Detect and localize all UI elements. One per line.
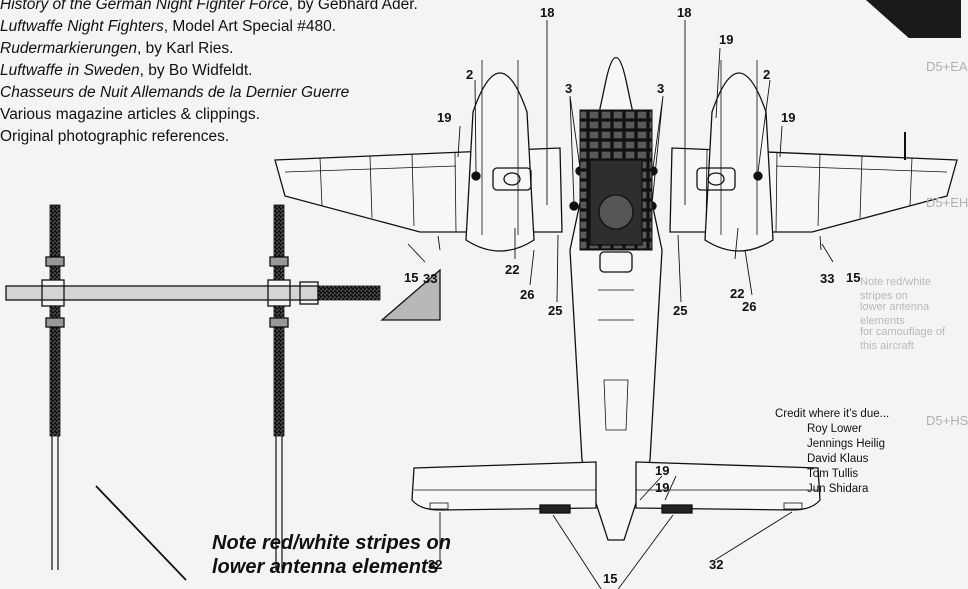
faded-heading: D5+EA: [926, 59, 968, 74]
callout-15: 15: [603, 571, 618, 586]
reference-item: Rudermarkierungen, by Karl Ries.: [0, 40, 234, 57]
credit-name: Jennings Heilig: [807, 438, 885, 450]
faded-text-line: for camouflage of this aircraft: [860, 326, 945, 352]
reference-item: Luftwaffe Night Fighters, Model Art Spec…: [0, 18, 337, 35]
callout-leaders: [407, 20, 834, 589]
callout-32: 32: [709, 557, 724, 572]
engine-nacelle-right: [647, 60, 774, 252]
callout-19: 19: [437, 110, 452, 125]
faded-heading: D5+EH: [926, 195, 968, 210]
callout-25: 25: [673, 303, 688, 318]
note-line: Note red/white stripes on: [212, 532, 451, 554]
reference-item: Various magazine articles & clippings.: [0, 106, 260, 123]
callout-19: 19: [781, 110, 796, 125]
callout-15: 15: [846, 270, 861, 285]
callout-22: 22: [505, 262, 520, 277]
callout-3: 3: [657, 81, 665, 96]
callout-19: 19: [719, 32, 734, 47]
callout-33: 33: [423, 271, 438, 286]
callout-19: 19: [655, 463, 670, 478]
faded-text-line: Note red/white stripes on: [860, 276, 931, 302]
callout-33: 33: [820, 271, 835, 286]
antenna-diagram: [5, 204, 441, 581]
callout-26: 26: [742, 299, 757, 314]
callout-18: 18: [540, 5, 555, 20]
faded-text-line: lower antenna elements: [860, 301, 930, 327]
callout-25: 25: [548, 303, 563, 318]
credit-name: Roy Lower: [807, 423, 862, 435]
reference-item: Chasseurs de Nuit Allemands de la Dernie…: [0, 84, 350, 101]
callout-18: 18: [677, 5, 692, 20]
callout-3: 3: [565, 81, 573, 96]
fuselage: [569, 56, 663, 541]
credit-name: Tom Tullis: [807, 468, 859, 480]
credits-block: Credit where it’s due... Roy Lower Jenni…: [775, 407, 889, 497]
tailplane: [411, 461, 821, 514]
callout-22: 22: [730, 286, 745, 301]
callout-2: 2: [466, 67, 474, 82]
credit-name: Jun Shidara: [807, 483, 869, 495]
callout-15: 15: [404, 270, 419, 285]
note-line: lower antenna elements: [212, 556, 439, 578]
callout-26: 26: [520, 287, 535, 302]
reference-item: Original photographic references.: [0, 128, 230, 145]
callout-2: 2: [763, 67, 771, 82]
credit-name: David Klaus: [807, 453, 869, 465]
reference-item: Luftwaffe in Sweden, by Bo Widfeldt.: [0, 62, 253, 79]
antenna-note: Note red/white stripes on lower antenna …: [212, 531, 451, 579]
callout-19: 19: [655, 480, 670, 495]
credits-title: Credit where it’s due...: [775, 408, 890, 420]
references-list: History of the German Night Fighter Forc…: [0, 0, 418, 148]
faded-heading: D5+HS: [926, 413, 968, 428]
callout-32: 32: [428, 557, 443, 572]
reference-item: History of the German Night Fighter Forc…: [0, 0, 418, 13]
